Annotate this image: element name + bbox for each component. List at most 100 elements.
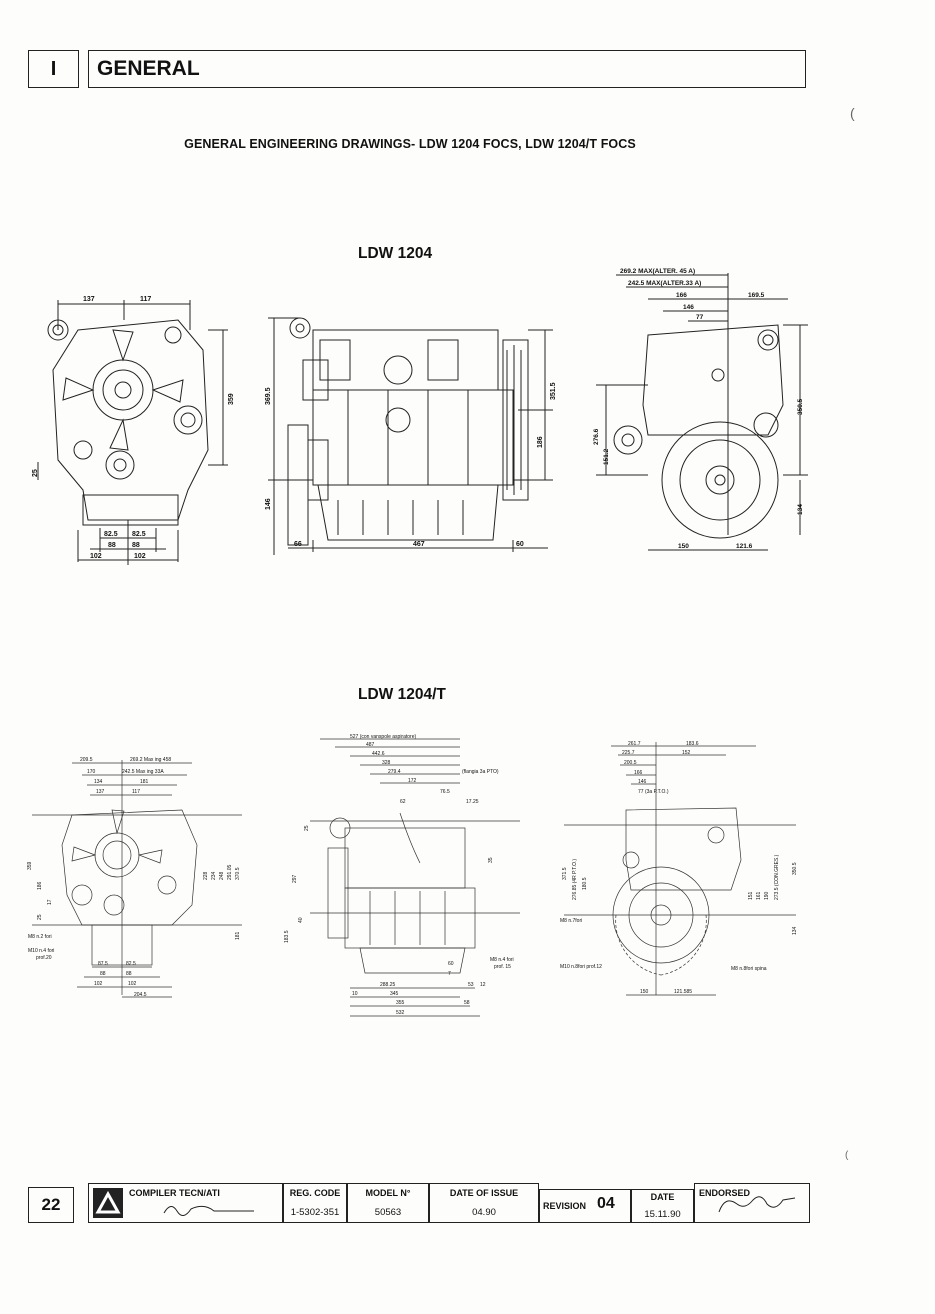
svg-text:532: 532 <box>396 1010 405 1016</box>
ldw1204t-side-view: 527 (con vanspole aspiratore) 487 442.6 … <box>280 733 545 1025</box>
issue-cell: DATE OF ISSUE 04.90 <box>429 1183 539 1223</box>
svg-text:7: 7 <box>448 971 451 977</box>
svg-text:166: 166 <box>634 770 643 776</box>
dim-269-2: 269.2 MAX(ALTER. 45 A) <box>620 268 695 275</box>
svg-text:M8 n.2 fori: M8 n.2 fori <box>28 934 52 940</box>
model-cell: MODEL N° 50563 <box>347 1183 429 1223</box>
dim-146: 146 <box>683 304 694 311</box>
svg-text:180.5: 180.5 <box>582 877 588 890</box>
reg-code-cell: REG. CODE 1-5302-351 <box>283 1183 347 1223</box>
svg-text:183.5: 183.5 <box>284 930 290 943</box>
svg-text:288.25: 288.25 <box>380 982 396 988</box>
dim-351-5: 351.5 <box>550 382 557 400</box>
scan-mark: ( <box>850 105 855 121</box>
dim-166: 166 <box>676 292 687 299</box>
svg-text:487: 487 <box>366 742 375 748</box>
svg-text:12: 12 <box>480 982 486 988</box>
svg-text:82.5: 82.5 <box>126 961 136 967</box>
svg-text:25: 25 <box>37 914 43 920</box>
svg-text:261.7: 261.7 <box>628 741 641 747</box>
dim-117: 117 <box>140 296 151 303</box>
dim-134: 134 <box>797 504 804 515</box>
dim-88-right: 88 <box>132 542 140 549</box>
svg-text:269.2 Max ing 458: 269.2 Max ing 458 <box>130 757 171 763</box>
dim-150: 150 <box>678 543 689 550</box>
svg-text:35: 35 <box>488 857 494 863</box>
compiler-signature-icon <box>163 1205 254 1216</box>
section-title: GENERAL <box>88 50 806 88</box>
dim-467: 467 <box>413 541 425 548</box>
svg-text:350.5: 350.5 <box>792 862 798 875</box>
ldw1204t-title: LDW 1204/T <box>358 686 446 703</box>
ldw1204t-rear-view: 261.7 183.6 225.7 152 200.5 166 146 77 (… <box>556 740 811 1005</box>
svg-text:225.7: 225.7 <box>622 750 635 756</box>
dim-82-5-left: 82.5 <box>104 531 118 538</box>
svg-text:150: 150 <box>640 989 649 995</box>
svg-text:40: 40 <box>298 917 304 923</box>
ldw1204-title: LDW 1204 <box>358 245 433 262</box>
svg-text:242.5 Max ing 33A: 242.5 Max ing 33A <box>122 769 164 775</box>
svg-text:25: 25 <box>304 825 310 831</box>
svg-text:17.25: 17.25 <box>466 799 479 805</box>
ldw1204t-front-view: 209.5 269.2 Max ing 458 170 242.5 Max in… <box>22 755 247 1005</box>
svg-text:527 (con vanspole aspiratore): 527 (con vanspole aspiratore) <box>350 734 416 740</box>
svg-text:prof. 15: prof. 15 <box>494 964 511 970</box>
svg-text:151: 151 <box>748 891 754 900</box>
dim-350-5: 350.5 <box>797 398 804 415</box>
svg-text:137: 137 <box>96 789 105 795</box>
svg-text:87.5: 87.5 <box>98 961 108 967</box>
svg-text:102: 102 <box>128 981 137 987</box>
date-cell: DATE 15.11.90 <box>631 1189 694 1223</box>
svg-text:53: 53 <box>468 982 474 988</box>
svg-text:190: 190 <box>764 891 770 900</box>
svg-text:M10 n.8fori prof.12: M10 n.8fori prof.12 <box>560 964 602 970</box>
svg-text:273.5 (CON.GRES.): 273.5 (CON.GRES.) <box>774 854 780 900</box>
svg-text:88: 88 <box>100 971 106 977</box>
company-logo-icon <box>93 1188 123 1218</box>
dim-25: 25 <box>32 469 39 477</box>
svg-text:121.585: 121.585 <box>674 989 692 995</box>
svg-text:(flangia 3a PTO): (flangia 3a PTO) <box>462 769 499 775</box>
revision-cell: REVISION 04 <box>539 1189 631 1223</box>
endorsed-signature-icon <box>718 1196 796 1213</box>
compiler-label: COMPILER TECN/ATI <box>129 1188 220 1198</box>
svg-text:248: 248 <box>219 871 225 880</box>
svg-text:M8 n.8fori spina: M8 n.8fori spina <box>731 966 767 972</box>
svg-text:297: 297 <box>292 874 298 883</box>
section-number: I <box>28 50 79 88</box>
svg-text:200.5: 200.5 <box>624 760 637 766</box>
svg-text:370.5: 370.5 <box>235 867 241 880</box>
svg-text:359: 359 <box>27 861 33 870</box>
scan-mark: ( <box>845 1150 849 1161</box>
svg-text:88: 88 <box>126 971 132 977</box>
dim-186: 186 <box>537 436 544 448</box>
dim-77: 77 <box>696 314 704 321</box>
svg-text:M8 n.4 fori: M8 n.4 fori <box>490 957 514 963</box>
svg-text:204.5: 204.5 <box>134 992 147 998</box>
svg-text:77 (3a P.T.O.): 77 (3a P.T.O.) <box>638 789 669 795</box>
svg-text:M8 n.7fori: M8 n.7fori <box>560 918 582 924</box>
svg-text:345: 345 <box>390 991 399 997</box>
svg-text:10: 10 <box>352 991 358 997</box>
endorsed-cell: ENDORSED <box>694 1183 810 1223</box>
dim-369-5: 369.5 <box>265 387 272 405</box>
svg-text:442.6: 442.6 <box>372 751 385 757</box>
dim-137: 137 <box>83 296 95 303</box>
svg-text:279.4: 279.4 <box>388 769 401 775</box>
svg-text:152: 152 <box>682 750 691 756</box>
svg-text:186: 186 <box>37 881 43 890</box>
svg-text:prof.20: prof.20 <box>36 955 52 961</box>
dim-169-5: 169.5 <box>748 292 765 299</box>
svg-text:146: 146 <box>638 779 647 785</box>
dim-66: 66 <box>294 541 302 548</box>
title-block: 22 COMPILER TECN/ATI REG. CODE 1-5302-35… <box>28 1183 810 1225</box>
svg-text:371.5: 371.5 <box>562 867 568 880</box>
document-title: GENERAL ENGINEERING DRAWINGS- LDW 1204 F… <box>184 137 636 151</box>
ldw1204-front-view: 137 117 82.5 82.5 88 88 102 102 359 25 <box>28 290 258 570</box>
svg-text:170: 170 <box>87 769 96 775</box>
svg-text:17: 17 <box>47 899 53 905</box>
ldw1204-rear-view: 269.2 MAX(ALTER. 45 A) 242.5 MAX(ALTER.3… <box>588 265 813 555</box>
svg-text:234: 234 <box>211 871 217 880</box>
svg-text:209.5: 209.5 <box>80 757 93 763</box>
svg-text:161: 161 <box>756 891 762 900</box>
